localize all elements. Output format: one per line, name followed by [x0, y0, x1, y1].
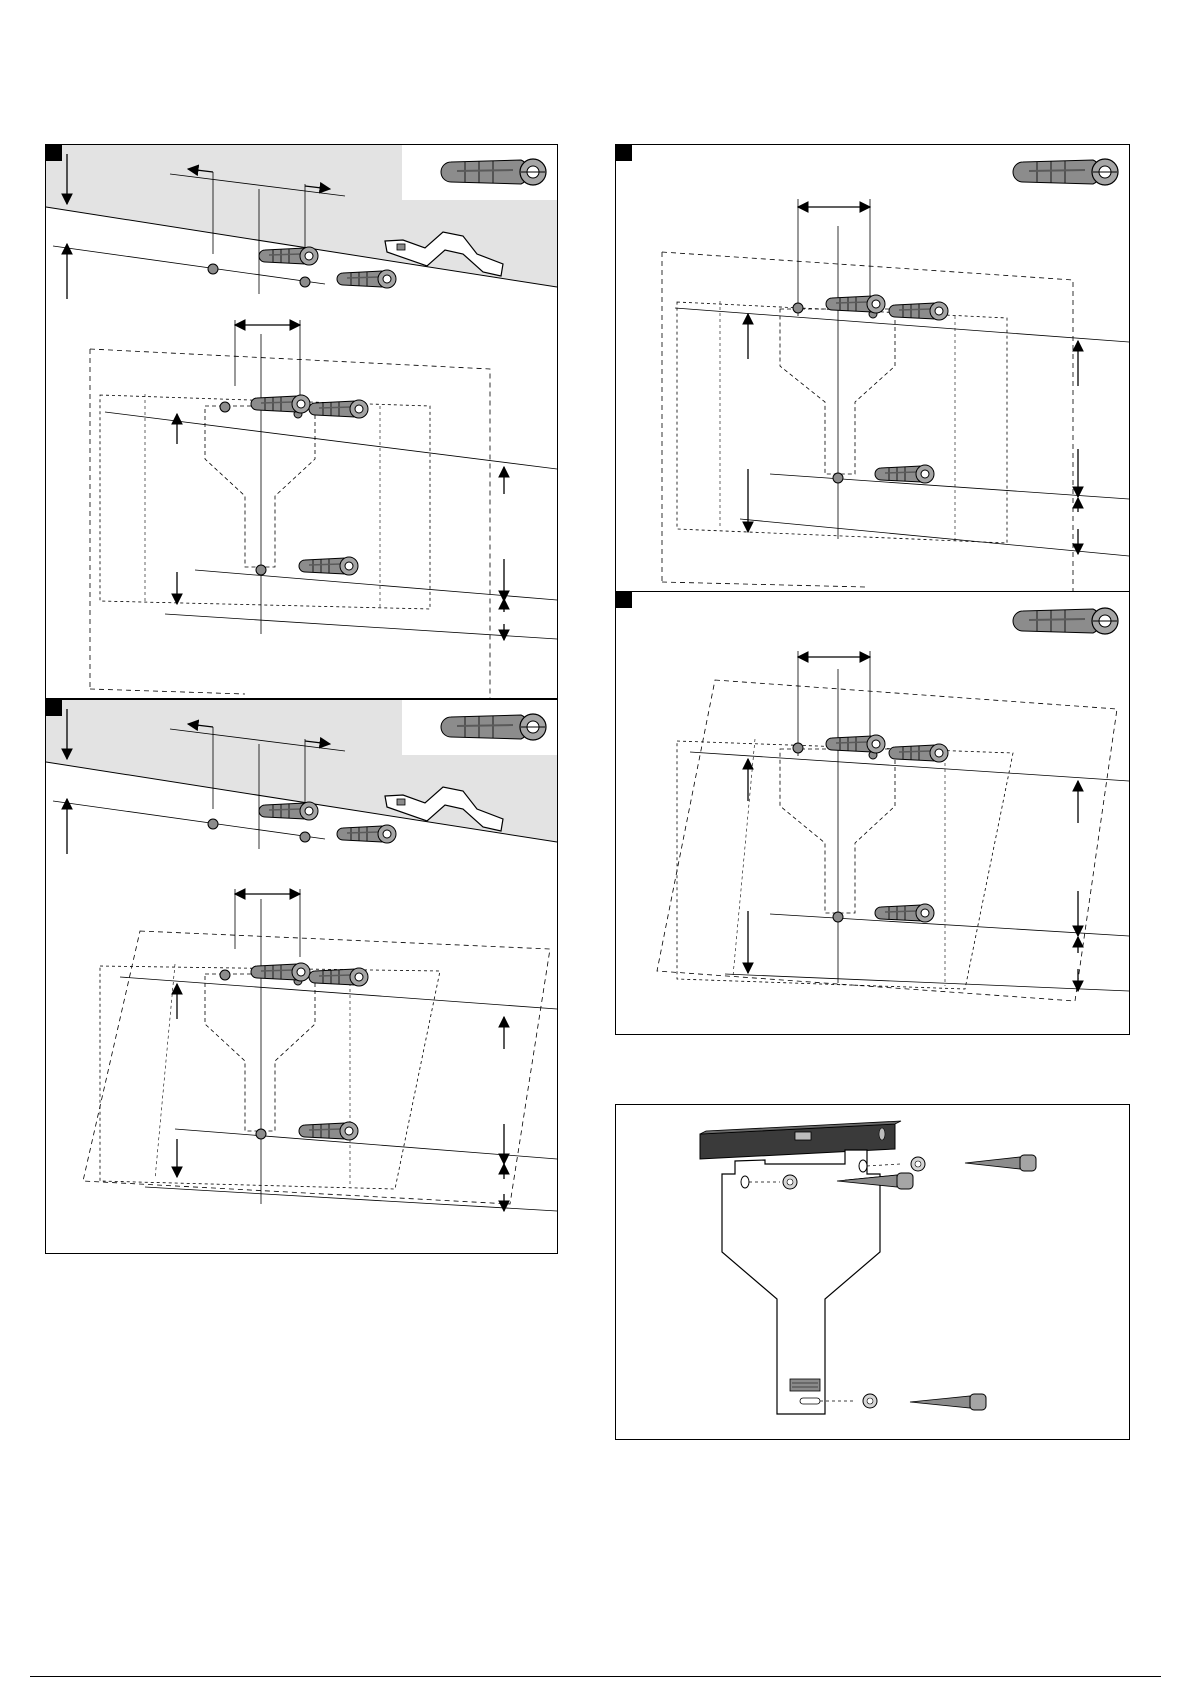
wall-plug-icon	[1013, 608, 1118, 634]
panel-ceiling-straight	[45, 144, 558, 699]
wall-plug-icon	[441, 159, 546, 185]
panel-bracket-leveling	[615, 1104, 1130, 1440]
page-bottom-rule	[30, 1676, 1161, 1677]
panel-wall-slanted	[615, 591, 1130, 1035]
step-marker	[46, 145, 62, 161]
wall-plug-icon	[441, 714, 546, 740]
step-marker	[616, 145, 632, 161]
panel-ceiling-slanted	[45, 699, 558, 1254]
panel-wall-straight	[615, 144, 1130, 592]
step-marker	[46, 700, 62, 716]
wall-plug-icon	[1013, 159, 1118, 185]
step-marker	[616, 592, 632, 608]
